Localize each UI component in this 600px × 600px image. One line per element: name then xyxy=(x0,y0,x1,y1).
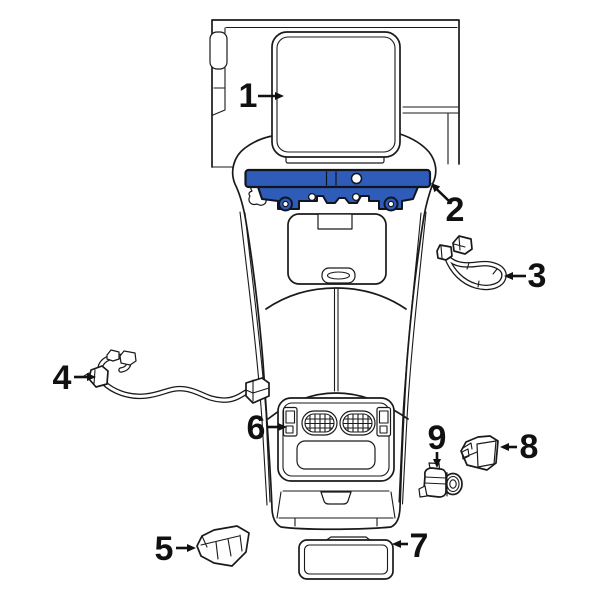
callout-4[interactable]: 4 xyxy=(53,359,96,397)
harness4-connector-right xyxy=(245,377,270,404)
bin-door-notch xyxy=(317,213,353,230)
bin-pull-recess xyxy=(326,271,351,280)
switch-5 xyxy=(196,525,250,567)
callout-2-label[interactable]: 2 xyxy=(446,191,465,229)
harness3-connector-b xyxy=(436,244,453,261)
lower-storage-recess xyxy=(296,440,376,470)
callout-1-arrowhead xyxy=(275,92,284,100)
callout-1-label[interactable]: 1 xyxy=(239,77,258,115)
outlet-body-lines xyxy=(423,476,447,485)
switch-left-body xyxy=(282,406,298,437)
callout-2[interactable]: 2 xyxy=(431,183,464,229)
callout-4-arrowhead xyxy=(87,373,96,381)
outlet-foot xyxy=(418,485,428,498)
highlighted-bracket xyxy=(244,168,432,212)
switch-8 xyxy=(460,435,499,471)
bracket-top-bar xyxy=(244,168,432,189)
headliner-structure xyxy=(209,19,460,168)
harness3-tape-marks xyxy=(466,262,498,288)
bracket-lower-body xyxy=(257,186,419,210)
inner-edge-right-2 xyxy=(398,212,422,503)
callout-9-label[interactable]: 9 xyxy=(428,419,447,457)
harness4-wire-inner xyxy=(101,380,250,402)
headliner-left-step xyxy=(212,27,226,116)
callout-7[interactable]: 7 xyxy=(392,527,428,565)
callout-8-label[interactable]: 8 xyxy=(520,428,539,466)
switch5-body xyxy=(196,525,250,567)
power-outlet-9 xyxy=(418,462,463,498)
harness3-connector-a xyxy=(452,235,473,255)
callout-2-arrowhead xyxy=(431,183,441,193)
bezel-outline xyxy=(298,539,394,580)
vent-grille-right xyxy=(339,410,376,436)
switch5-details xyxy=(200,534,243,560)
wiring-harness-3 xyxy=(436,235,507,291)
callout-4-label[interactable]: 4 xyxy=(53,359,72,397)
bottom-face-sides xyxy=(276,491,396,519)
bracket-bar-dividers xyxy=(325,171,337,186)
switch-right-button xyxy=(378,410,389,424)
callout-7-label[interactable]: 7 xyxy=(410,527,429,565)
callout-9-arrowhead xyxy=(433,459,441,468)
bracket-screw-hole-right xyxy=(351,192,361,202)
harness3-connector-a-lines xyxy=(453,236,466,251)
switch8-face xyxy=(476,440,497,468)
callout-9[interactable]: 9 xyxy=(428,419,447,468)
callout-3[interactable]: 3 xyxy=(504,257,546,295)
callout-6[interactable]: 6 xyxy=(247,409,287,447)
callout-5-arrowhead xyxy=(187,544,196,552)
display-panel xyxy=(271,31,401,164)
trim-bezel-7 xyxy=(298,536,394,580)
harness4-wire-outer xyxy=(100,379,251,403)
bottom-rim xyxy=(278,517,394,527)
callout-3-label[interactable]: 3 xyxy=(528,257,547,295)
callout-8[interactable]: 8 xyxy=(500,428,538,466)
vent-panel-inner xyxy=(282,402,390,477)
console-center-seam xyxy=(333,288,339,392)
bracket-screw-hole-left xyxy=(307,192,317,202)
callout-6-label[interactable]: 6 xyxy=(247,409,266,447)
callout-1[interactable]: 1 xyxy=(239,77,284,115)
panel-switch-right xyxy=(376,406,392,437)
console-arch-upper xyxy=(265,287,407,310)
harness4-connector-right-lines xyxy=(245,379,270,402)
panel-switch-left xyxy=(282,406,298,437)
bracket-bar-hole xyxy=(350,172,363,185)
harness4-connector-top xyxy=(119,350,137,366)
switch-left-icon xyxy=(285,425,294,434)
harness4-connector-top2 xyxy=(106,349,120,362)
outlet-ring-inner xyxy=(449,479,457,489)
bezel-inner xyxy=(303,544,389,575)
outlet-body xyxy=(423,467,447,498)
headliner-right-seam xyxy=(402,106,459,114)
wiring-harness-4 xyxy=(83,349,270,404)
bracket-grommet-left-hole xyxy=(282,200,289,208)
callout-8-arrowhead xyxy=(500,443,509,451)
switch8-details xyxy=(461,442,478,460)
inner-edge-right-1 xyxy=(401,211,427,505)
callout-6-arrowhead xyxy=(278,423,287,431)
console-bottom xyxy=(276,490,396,527)
headliner-left-tab xyxy=(209,31,228,70)
bottom-latch xyxy=(320,491,352,505)
bin-pull-handle xyxy=(321,267,356,284)
switch-left-button xyxy=(285,410,296,424)
callout-5-label[interactable]: 5 xyxy=(155,530,174,568)
callout-7-arrowhead xyxy=(392,540,401,548)
display-panel-outline xyxy=(271,31,401,158)
headliner-outline xyxy=(211,19,460,168)
vent-panel xyxy=(277,397,395,482)
switch-right-icon xyxy=(379,425,388,434)
callout-5[interactable]: 5 xyxy=(155,530,196,568)
vent-grille-left xyxy=(301,410,338,436)
bracket-grommet-right-hole xyxy=(387,200,395,208)
harness3-connector-b-line xyxy=(440,245,443,259)
callout-3-arrowhead xyxy=(504,272,513,280)
